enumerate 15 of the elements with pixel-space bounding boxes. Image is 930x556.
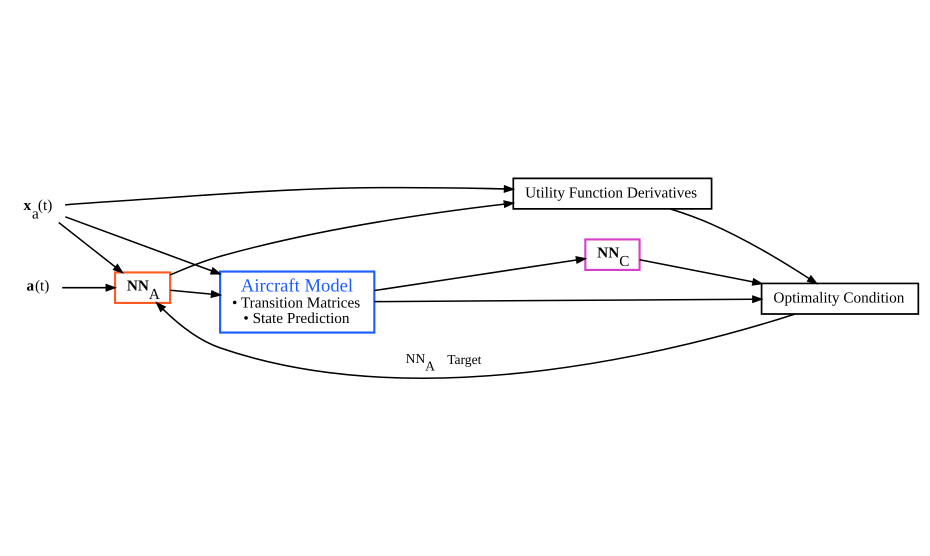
arrow bbox=[170, 288, 222, 298]
arrow bbox=[170, 200, 516, 276]
node-box: Utility Function Derivatives bbox=[512, 177, 712, 210]
node-box: Optimality Condition bbox=[760, 282, 920, 314]
arrow bbox=[639, 258, 764, 286]
node-text: a(t) bbox=[26, 277, 50, 294]
node-box: Aircraft Model • Transition Matrices • State Prediction bbox=[219, 270, 376, 334]
arrow bbox=[65, 184, 516, 206]
arrow bbox=[62, 283, 118, 292]
arrow bbox=[65, 216, 222, 274]
arrow bbox=[670, 208, 818, 284]
arrow bbox=[374, 294, 764, 303]
arrow bbox=[155, 300, 796, 378]
arrow bbox=[374, 256, 588, 291]
arrow bbox=[58, 221, 124, 274]
